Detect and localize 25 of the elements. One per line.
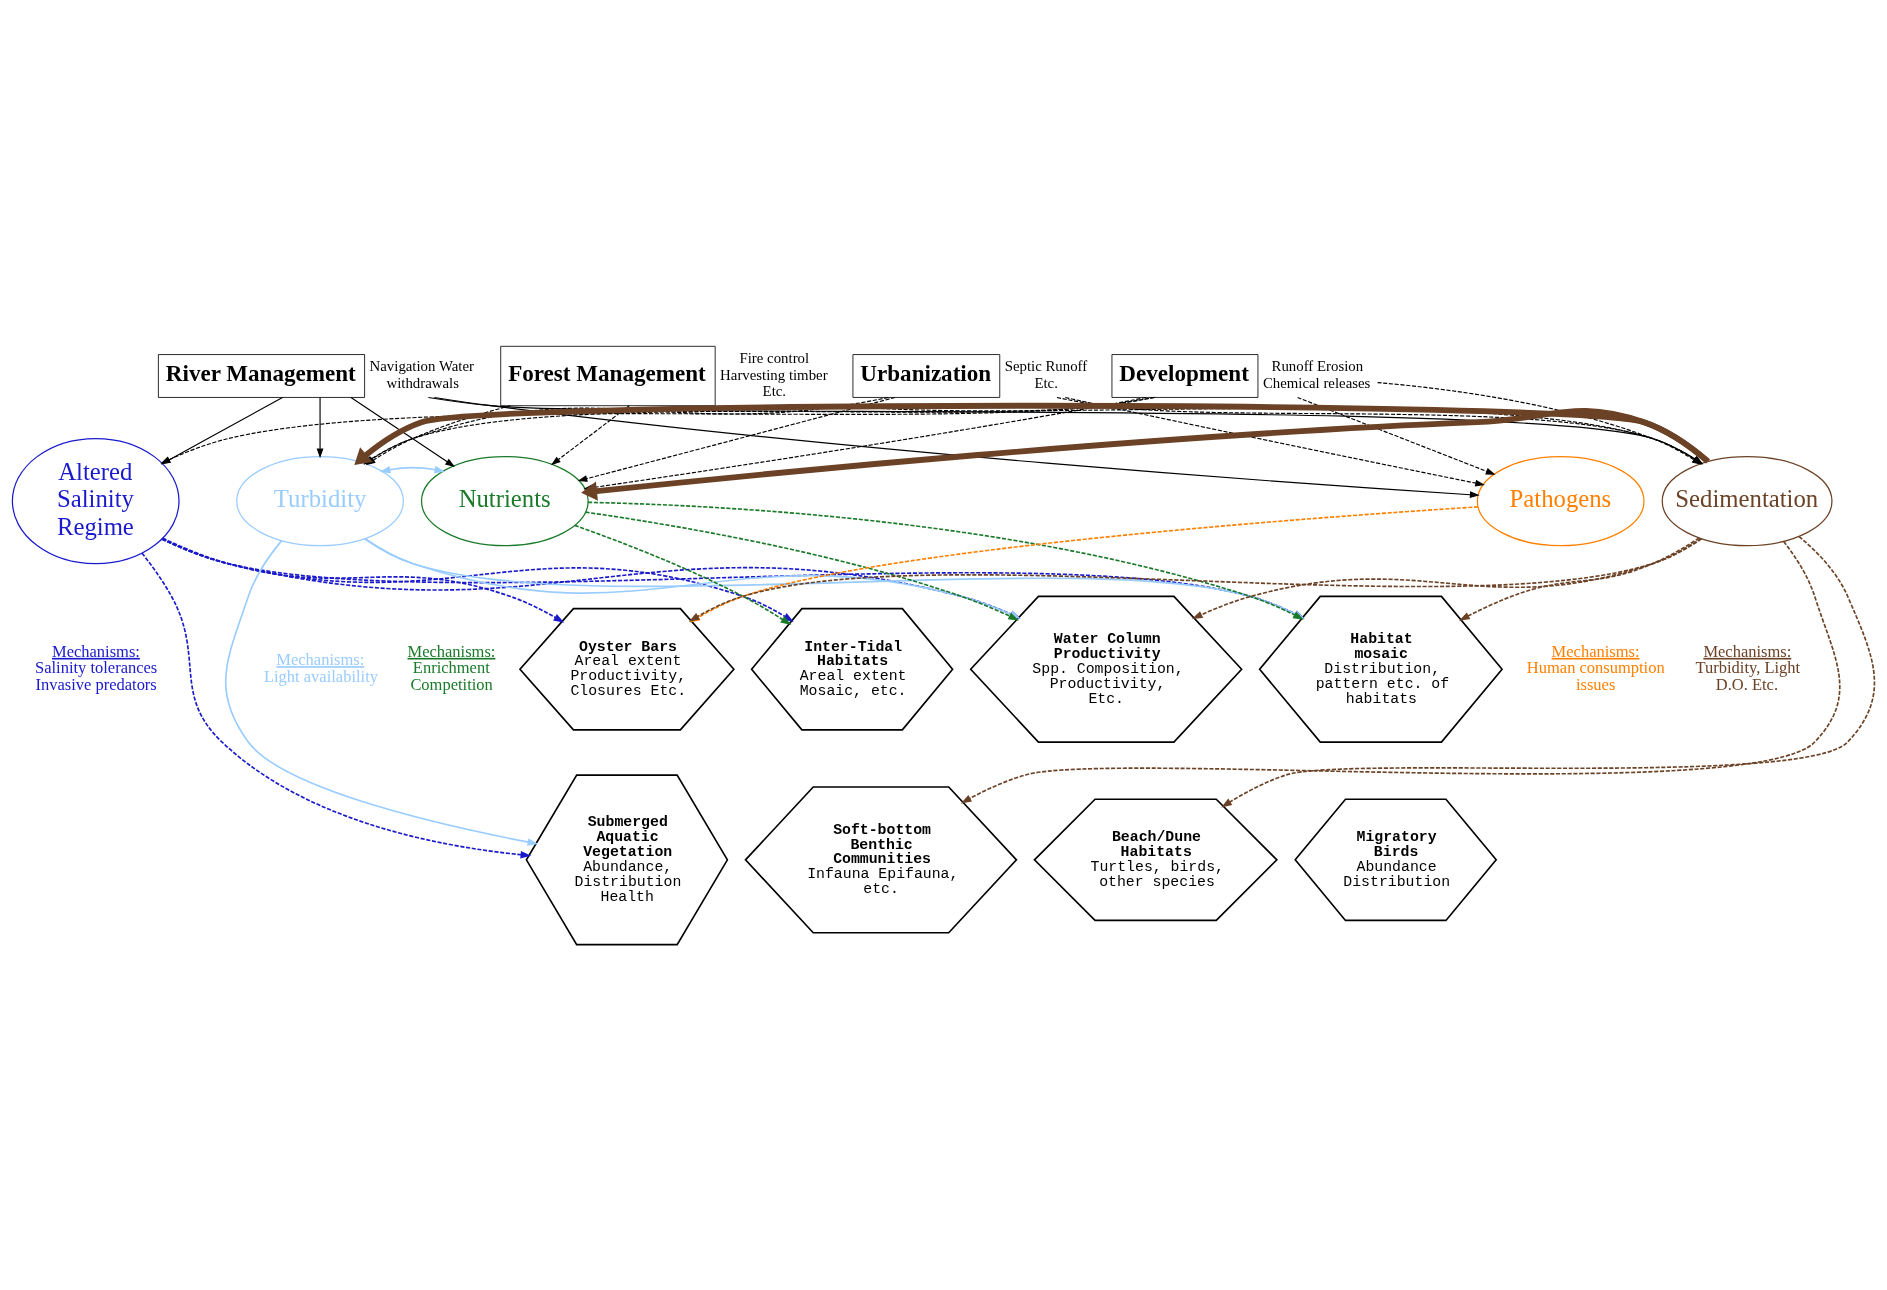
arrow (160, 396, 284, 464)
arrow (1221, 535, 1876, 807)
node-label: Runoff Erosion Chemical releases (1262, 357, 1371, 391)
arrow (224, 539, 539, 846)
arrow (1297, 396, 1496, 475)
node-box: Forest Management (500, 345, 716, 406)
arrow (577, 396, 896, 482)
arrow (162, 537, 565, 623)
arrow (141, 551, 532, 858)
node-ellipse: Altered Salinity Regime (11, 437, 180, 564)
node-label: Light availability (263, 666, 378, 686)
node-label: Fire control Harvesting timber Etc. (720, 349, 828, 399)
arrow (316, 396, 324, 458)
arrow (1064, 396, 1485, 486)
node-box: Urbanization (852, 353, 1001, 398)
node-box: River Management (157, 353, 365, 398)
node-box: Development (1111, 353, 1259, 398)
arrow (550, 404, 630, 465)
arrow (960, 540, 1841, 803)
arrow (433, 396, 1480, 498)
node-label: Navigation Water withdrawals (369, 357, 474, 391)
node-label: Mechanisms: (276, 649, 365, 669)
node-label: Septic Runoff Etc. (1004, 357, 1088, 391)
arrow (1459, 536, 1700, 621)
arrow (379, 465, 446, 473)
